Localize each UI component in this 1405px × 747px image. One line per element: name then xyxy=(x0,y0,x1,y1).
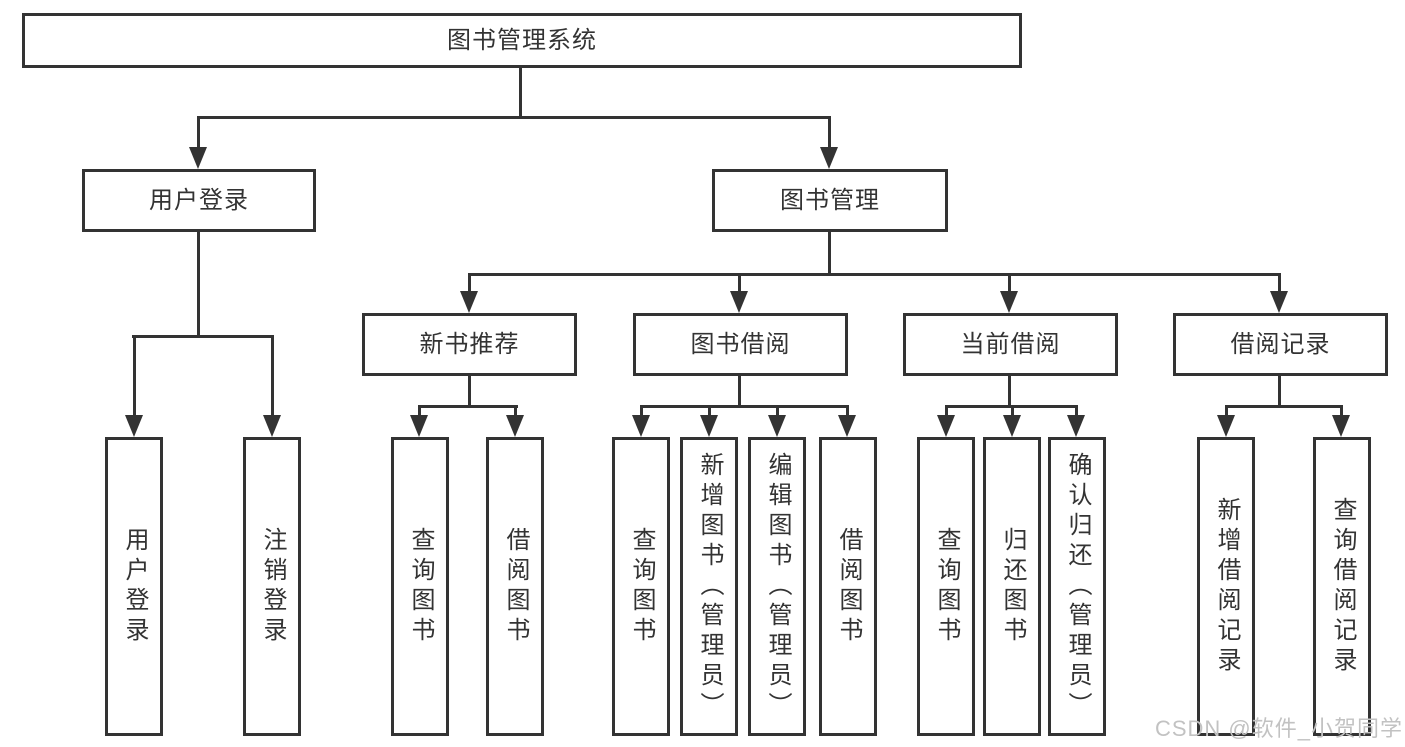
arrow-down-icon xyxy=(632,415,650,437)
leaf-borrowing-borrow-books-label: 借阅图书 xyxy=(835,526,862,647)
connector-line xyxy=(418,405,421,417)
node-current-borrowing: 当前借阅 xyxy=(903,313,1118,376)
leaf-borrowing-add-books-admin: 新增图书（管理员） xyxy=(680,437,738,736)
connector-line xyxy=(197,116,200,150)
node-user-login-label: 用户登录 xyxy=(149,186,249,214)
node-book-borrowing: 图书借阅 xyxy=(633,313,848,376)
node-library-system-label: 图书管理系统 xyxy=(447,26,597,54)
leaf-borrowing-query-books: 查询图书 xyxy=(612,437,670,736)
arrow-down-icon xyxy=(1067,415,1085,437)
connector-line xyxy=(197,116,831,119)
connector-line xyxy=(776,405,779,417)
arrow-down-icon xyxy=(263,415,281,437)
connector-line xyxy=(1278,273,1281,295)
leaf-logout: 注销登录 xyxy=(243,437,301,736)
connector-line xyxy=(519,68,522,118)
connector-line xyxy=(468,376,471,408)
connector-line xyxy=(1075,405,1078,417)
arrow-down-icon xyxy=(700,415,718,437)
node-borrow-records: 借阅记录 xyxy=(1173,313,1388,376)
arrow-down-icon xyxy=(730,291,748,313)
connector-line xyxy=(1225,405,1228,417)
connector-line xyxy=(828,116,831,150)
csdn-watermark: CSDN @软件_小贺同学 xyxy=(1154,716,1403,741)
arrow-down-icon xyxy=(460,291,478,313)
arrow-down-icon xyxy=(1332,415,1350,437)
connector-line xyxy=(468,273,1281,276)
connector-line xyxy=(1340,405,1343,417)
connector-line xyxy=(640,405,643,417)
leaf-newbook-borrow-books-label: 借阅图书 xyxy=(502,526,529,647)
leaf-user-login: 用户登录 xyxy=(105,437,163,736)
leaf-records-query-borrow-record-label: 查询借阅记录 xyxy=(1329,496,1356,677)
leaf-borrowing-add-books-admin-label: 新增图书（管理员） xyxy=(696,451,723,722)
connector-line xyxy=(1225,405,1343,408)
arrow-down-icon xyxy=(1270,291,1288,313)
leaf-records-add-borrow-record-label: 新增借阅记录 xyxy=(1213,496,1240,677)
node-borrow-records-label: 借阅记录 xyxy=(1230,330,1331,358)
connector-line xyxy=(468,273,471,295)
connector-line xyxy=(640,405,848,408)
connector-line xyxy=(708,405,711,417)
connector-line xyxy=(945,405,948,417)
leaf-current-confirm-return-admin: 确认归还（管理员） xyxy=(1048,437,1106,736)
arrow-down-icon xyxy=(1000,291,1018,313)
leaf-borrowing-edit-books-admin-label: 编辑图书（管理员） xyxy=(764,451,791,722)
leaf-current-return-books-label: 归还图书 xyxy=(999,526,1026,647)
leaf-logout-label: 注销登录 xyxy=(259,526,286,647)
leaf-current-return-books: 归还图书 xyxy=(983,437,1041,736)
connector-line xyxy=(738,273,741,295)
leaf-current-query-books: 查询图书 xyxy=(917,437,975,736)
node-new-book-recommend-label: 新书推荐 xyxy=(419,330,520,358)
leaf-current-confirm-return-admin-label: 确认归还（管理员） xyxy=(1064,451,1091,722)
leaf-newbook-query-books-label: 查询图书 xyxy=(407,526,434,647)
connector-line xyxy=(738,376,741,408)
connector-line xyxy=(1008,376,1011,408)
connector-line xyxy=(514,405,517,417)
node-book-management-label: 图书管理 xyxy=(780,186,880,214)
node-current-borrowing-label: 当前借阅 xyxy=(960,330,1061,358)
arrow-down-icon xyxy=(937,415,955,437)
node-book-borrowing-label: 图书借阅 xyxy=(690,330,791,358)
node-library-system: 图书管理系统 xyxy=(22,13,1022,68)
connector-line xyxy=(1011,405,1014,417)
connector-line xyxy=(133,335,136,417)
node-user-login: 用户登录 xyxy=(82,169,316,232)
arrow-down-icon xyxy=(506,415,524,437)
connector-line xyxy=(846,405,849,417)
arrow-down-icon xyxy=(820,147,838,169)
arrow-down-icon xyxy=(125,415,143,437)
arrow-down-icon xyxy=(1217,415,1235,437)
leaf-records-add-borrow-record: 新增借阅记录 xyxy=(1197,437,1255,736)
connector-line xyxy=(1008,273,1011,295)
node-new-book-recommend: 新书推荐 xyxy=(362,313,577,376)
leaf-records-query-borrow-record: 查询借阅记录 xyxy=(1313,437,1371,736)
connector-line xyxy=(197,232,200,338)
leaf-borrowing-query-books-label: 查询图书 xyxy=(628,526,655,647)
arrow-down-icon xyxy=(768,415,786,437)
leaf-borrowing-edit-books-admin: 编辑图书（管理员） xyxy=(748,437,806,736)
node-book-management: 图书管理 xyxy=(712,169,948,232)
leaf-newbook-query-books: 查询图书 xyxy=(391,437,449,736)
arrow-down-icon xyxy=(838,415,856,437)
connector-line xyxy=(132,335,274,338)
connector-line xyxy=(1278,376,1281,408)
connector-line xyxy=(828,232,831,276)
arrow-down-icon xyxy=(189,147,207,169)
leaf-newbook-borrow-books: 借阅图书 xyxy=(486,437,544,736)
arrow-down-icon xyxy=(1003,415,1021,437)
leaf-user-login-label: 用户登录 xyxy=(121,526,148,647)
arrow-down-icon xyxy=(410,415,428,437)
connector-line xyxy=(271,335,274,417)
connector-line xyxy=(418,405,518,408)
leaf-borrowing-borrow-books: 借阅图书 xyxy=(819,437,877,736)
leaf-current-query-books-label: 查询图书 xyxy=(933,526,960,647)
